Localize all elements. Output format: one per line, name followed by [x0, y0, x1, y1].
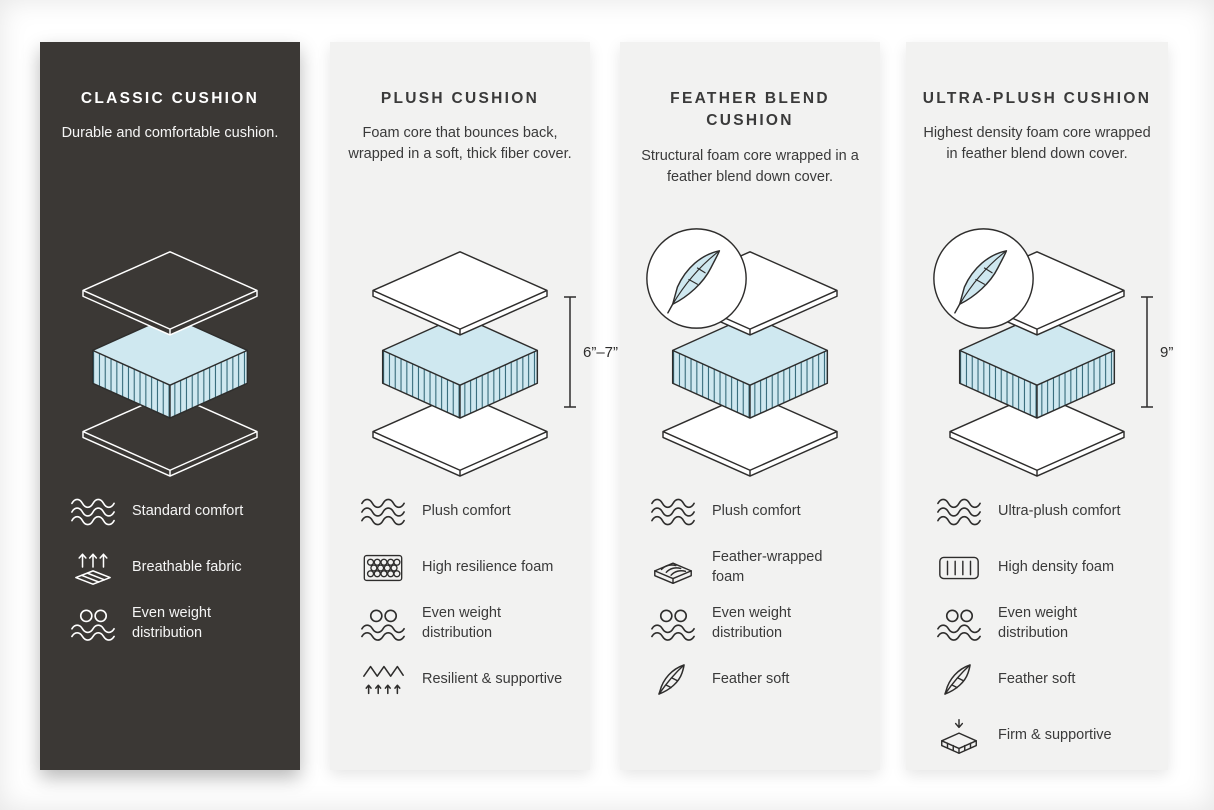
feature-item: Feather soft [650, 660, 872, 700]
feature-label: Standard comfort [132, 503, 244, 520]
feature-list: Plush comfort Feather-wrapped foam Even … [620, 478, 880, 700]
dimension-label: 9” [1160, 343, 1174, 361]
feature-label: Breathable fabric [132, 559, 242, 576]
card-header: ULTRA-PLUSH CUSHION Highest density foam… [906, 42, 1168, 246]
feature-label: Plush comfort [712, 503, 801, 520]
feature-label: Even weight distribution [132, 605, 211, 641]
feather-icon [936, 660, 982, 700]
card-ultra-plush-cushion: ULTRA-PLUSH CUSHION Highest density foam… [906, 42, 1173, 770]
feature-item: Standard comfort [70, 492, 292, 532]
feature-item: Even weight distribution [360, 604, 582, 644]
spring-icon [360, 660, 406, 700]
height-dimension-icon [1140, 296, 1154, 408]
dimension-label: 6”–7” [583, 343, 619, 361]
even-weight-icon [70, 604, 116, 644]
feature-label: Even weight distribution [712, 605, 791, 641]
firm-icon [936, 716, 982, 756]
card-header: PLUSH CUSHION Foam core that bounces bac… [330, 42, 590, 246]
feature-label: High density foam [998, 559, 1115, 576]
feature-label: Firm & supportive [998, 727, 1112, 744]
feature-list: Plush comfort High resilience foam Even … [330, 478, 590, 700]
breathable-icon [70, 548, 116, 588]
feather-wrap-icon [650, 548, 696, 588]
card-description: Durable and comfortable cushion. [61, 125, 279, 142]
feather-badge-icon [931, 226, 1036, 331]
feature-label: Plush comfort [422, 503, 511, 520]
feature-label: Resilient & supportive [422, 671, 563, 688]
height-dimension: 9” [1140, 296, 1173, 408]
feature-label: Feather soft [712, 671, 790, 688]
feature-item: Ultra-plush comfort [936, 492, 1160, 532]
card-title: CLASSIC CUSHION [80, 90, 260, 107]
feature-item: Feather soft [936, 660, 1160, 700]
card-feather-blend-cushion: FEATHER BLEND CUSHION Structural foam co… [620, 42, 880, 770]
feature-label: Feather soft [998, 671, 1076, 688]
feature-label: Ultra-plush comfort [998, 503, 1121, 520]
feather-icon [650, 660, 696, 700]
cushion-illustration [70, 246, 270, 478]
card-classic-cushion: CLASSIC CUSHION Durable and comfortable … [40, 42, 300, 770]
feature-item: High resilience foam [360, 548, 582, 588]
feature-list: Standard comfort Breathable fabric Even … [40, 478, 300, 644]
feature-item: Plush comfort [360, 492, 582, 532]
cushion-illustration: 6”–7” [360, 246, 618, 478]
wave-icon [936, 492, 982, 532]
card-title: FEATHER BLEND CUSHION [670, 90, 830, 130]
feature-item: Even weight distribution [936, 604, 1160, 644]
cushion-illustration: 9” [937, 246, 1173, 478]
card-plush-cushion: PLUSH CUSHION Foam core that bounces bac… [330, 42, 618, 770]
layered-cushion-icon [70, 246, 270, 478]
honeycomb-icon [360, 548, 406, 588]
feature-label: Feather-wrapped foam [712, 549, 823, 585]
feature-item: Feather-wrapped foam [650, 548, 872, 588]
feature-item: Resilient & supportive [360, 660, 582, 700]
cushion-illustration [650, 246, 850, 478]
feature-item: Firm & supportive [936, 716, 1160, 756]
card-header: FEATHER BLEND CUSHION Structural foam co… [620, 42, 880, 246]
feature-label: Even weight distribution [422, 605, 501, 641]
layered-cushion-icon [360, 246, 560, 478]
wave-icon [70, 492, 116, 532]
card-title: ULTRA-PLUSH CUSHION [922, 90, 1152, 107]
feature-item: Breathable fabric [70, 548, 292, 588]
wave-icon [650, 492, 696, 532]
even-weight-icon [360, 604, 406, 644]
feather-badge-icon [644, 226, 749, 331]
feature-item: Even weight distribution [70, 604, 292, 644]
feature-item: Even weight distribution [650, 604, 872, 644]
feature-label: Even weight distribution [998, 605, 1077, 641]
feature-item: High density foam [936, 548, 1160, 588]
feature-item: Plush comfort [650, 492, 872, 532]
card-description: Highest density foam core wrapped in fea… [923, 125, 1151, 163]
feature-list: Ultra-plush comfort High density foam Ev… [906, 478, 1168, 756]
wave-icon [360, 492, 406, 532]
card-title: PLUSH CUSHION [380, 90, 540, 107]
card-header: CLASSIC CUSHION Durable and comfortable … [40, 42, 300, 246]
feature-label: High resilience foam [422, 559, 554, 576]
card-description: Foam core that bounces back, wrapped in … [348, 125, 572, 163]
even-weight-icon [650, 604, 696, 644]
even-weight-icon [936, 604, 982, 644]
height-dimension: 6”–7” [563, 296, 618, 408]
foam-cells-icon [936, 548, 982, 588]
height-dimension-icon [563, 296, 577, 408]
card-description: Structural foam core wrapped in a feathe… [641, 147, 859, 185]
